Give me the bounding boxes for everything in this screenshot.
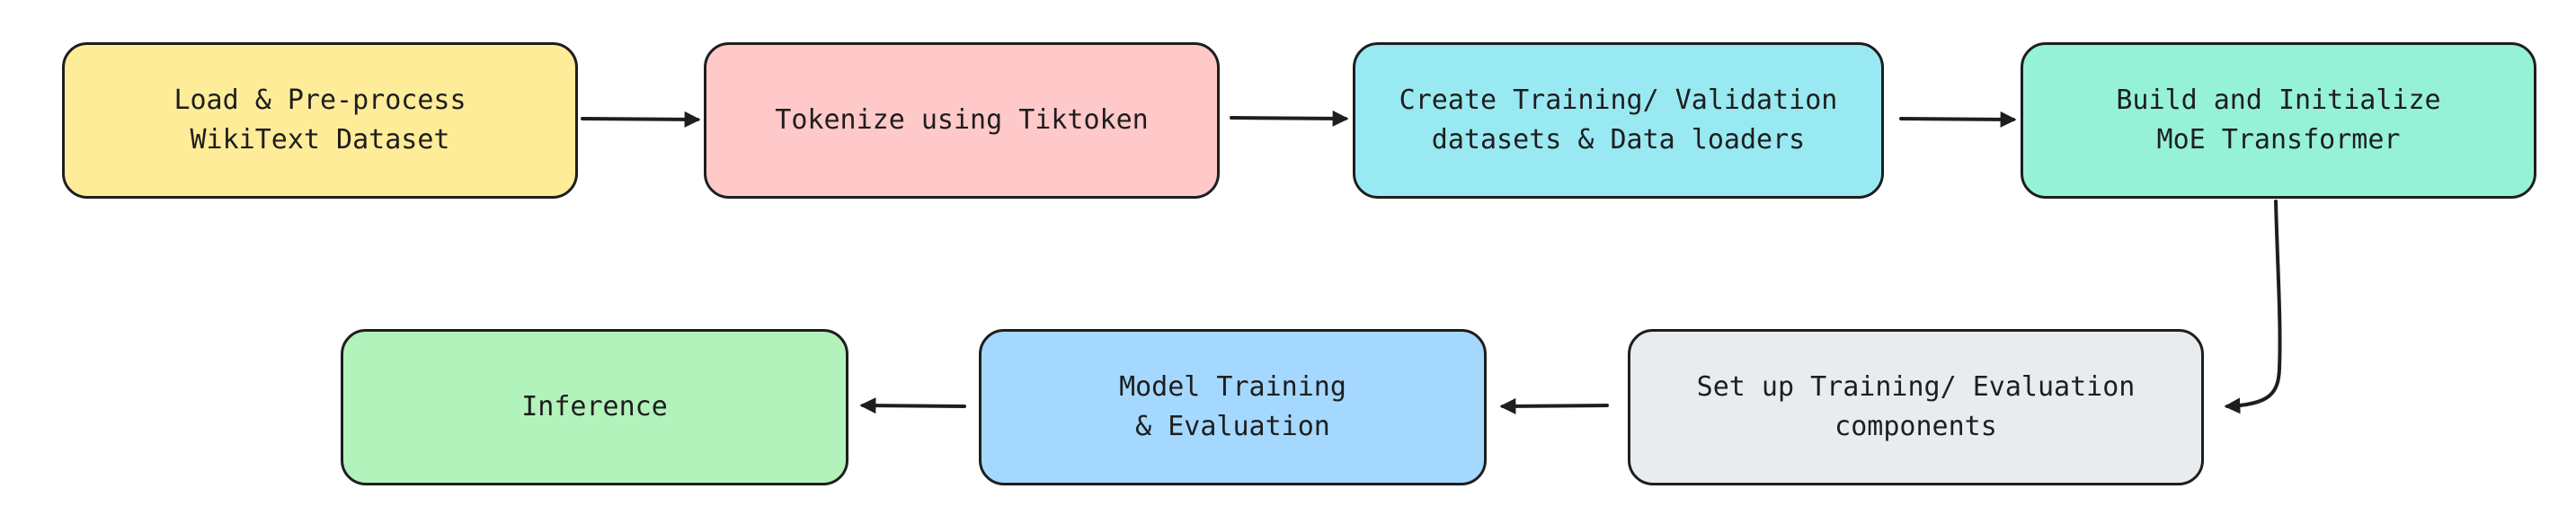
arrow-tokenize-to-datasets [1230,110,1349,127]
step-model-training: Model Training & Evaluation [979,329,1487,485]
arrow-train-to-inference [859,397,966,414]
step-label: Create Training/ Validation datasets & D… [1399,85,1838,156]
step-build-moe-transformer: Build and Initialize MoE Transformer [2021,42,2536,199]
step-load-preprocess-dataset: Load & Pre-process WikiText Dataset [62,42,578,199]
arrow-setup-to-train [1499,397,1609,414]
step-tokenize: Tokenize using Tiktoken [704,42,1220,199]
arrow-datasets-to-build [1899,111,2017,128]
step-label: Tokenize using Tiktoken [775,104,1149,136]
step-create-datasets: Create Training/ Validation datasets & D… [1353,42,1884,199]
step-inference: Inference [341,329,848,485]
step-label: Set up Training/ Evaluation components [1696,371,2136,442]
arrow-load-to-tokenize [581,111,701,128]
step-label: Load & Pre-process WikiText Dataset [173,85,466,156]
step-label: Build and Initialize MoE Transformer [2116,85,2441,156]
step-label: Model Training & Evaluation [1119,371,1346,442]
arrow-build-to-setup [2224,200,2282,414]
step-setup-training-components: Set up Training/ Evaluation components [1628,329,2204,485]
step-label: Inference [521,391,668,423]
